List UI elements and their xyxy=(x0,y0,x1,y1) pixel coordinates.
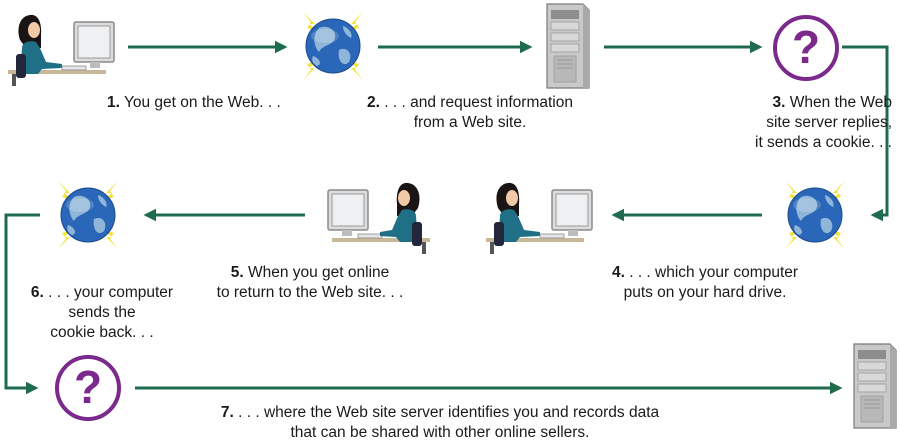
globe-icon xyxy=(784,180,846,250)
step-7-caption: 7. . . . where the Web site server ident… xyxy=(220,404,660,441)
server-tower-icon xyxy=(853,343,897,429)
globe-icon xyxy=(302,11,364,81)
woman-at-computer-icon xyxy=(327,182,431,255)
step-3-caption: 3. When the Web site server replies, it … xyxy=(755,94,892,151)
step-6-caption: 6. . . . your computer sends the cookie … xyxy=(30,284,174,341)
server-tower-icon xyxy=(546,3,590,89)
step-1-caption: 1. You get on the Web. . . xyxy=(107,94,281,111)
woman-at-computer-icon xyxy=(7,14,115,87)
arrow-6-to-7 xyxy=(4,213,40,395)
step-4-caption: 4. . . . which your computer puts on you… xyxy=(611,264,799,301)
question-mark-icon xyxy=(55,355,121,421)
woman-at-computer-icon xyxy=(485,182,593,255)
flow-arrows xyxy=(4,40,889,395)
step-5-caption: 5. When you get online to return to the … xyxy=(216,264,404,301)
globe-icon xyxy=(57,180,119,250)
arrow-3-to-4 xyxy=(842,45,889,222)
question-mark-icon xyxy=(773,15,839,81)
step-2-caption: 2. . . . and request information from a … xyxy=(367,94,573,131)
